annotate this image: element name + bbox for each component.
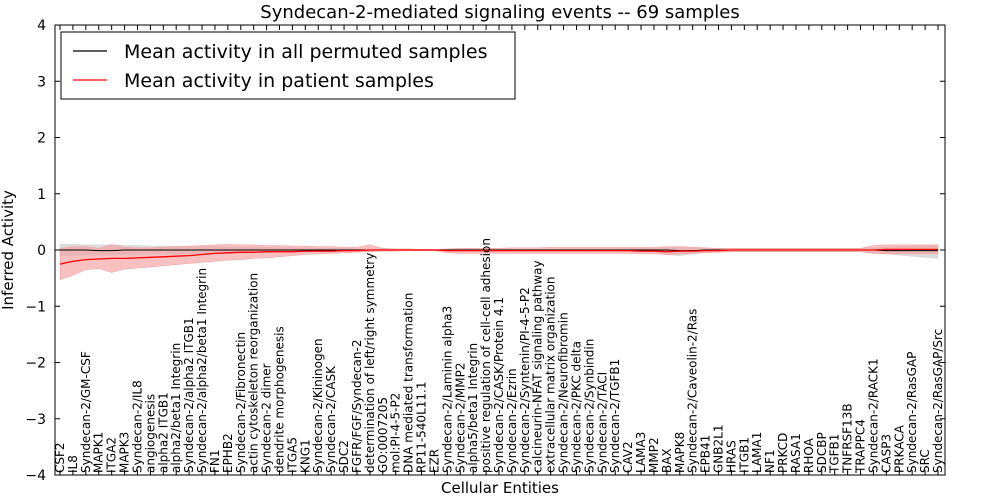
- x-tick-label-fn1: FN1: [208, 449, 222, 473]
- x-tick-label-syndecan-2-rack1: Syndecan-2/RACK1: [866, 358, 880, 473]
- x-tick-label-bax: BAX: [660, 448, 674, 473]
- x-tick-label-syndecan-2-laminin-alpha3: Syndecan-2/Laminin alpha3: [440, 306, 454, 473]
- x-tick-label-itga5: ITGA5: [285, 437, 299, 473]
- x-tick-label-sdc2: SDC2: [337, 440, 351, 473]
- x-tick-label-mapk3: MAPK3: [118, 432, 132, 473]
- y-tick-label: 3: [37, 74, 46, 90]
- x-tick-label-trappc4: TRAPPC4: [854, 419, 868, 474]
- x-tick-label-alpha2-itgb1: alpha2 ITGB1: [156, 392, 170, 473]
- x-tick-label-rasa1: RASA1: [789, 433, 803, 473]
- legend-label-patient: Mean activity in patient samples: [124, 70, 434, 92]
- chart-title: Syndecan-2-mediated signaling events -- …: [260, 2, 739, 23]
- x-tick-label-itgb1: ITGB1: [737, 437, 751, 473]
- x-tick-label-syndecan-2-alpha2-beta1-integrin: Syndecan-2/alpha2/beta1 Integrin: [195, 268, 209, 473]
- x-tick-label-determination-of-left-right-symmetry: determination of left/right symmetry: [363, 253, 377, 473]
- x-tick-label-casp3: CASP3: [879, 434, 893, 473]
- x-tick-label-nf1: NF1: [763, 449, 777, 473]
- x-tick-label-calcineurin-nfat-signaling-pathway: calcineurin-NFAT signaling pathway: [531, 260, 545, 473]
- y-tick-label: −4: [25, 468, 46, 484]
- y-tick-label: −1: [25, 299, 46, 315]
- x-tick-label-kng1: KNG1: [298, 439, 312, 473]
- x-tick-label-positive-regulation-of-cell-cell-adhesion: positive regulation of cell-cell adhesio…: [479, 238, 493, 473]
- series-lines: [59, 248, 938, 265]
- x-tick-label-syndecan-2-caveolin-2-ras: Syndecan-2/Caveolin-2/Ras: [686, 309, 700, 473]
- x-tick-label-syndecan-2-rasgap-src: Syndecan-2/RasGAP/Src: [931, 329, 945, 473]
- x-tick-label-syndecan-2-taci: Syndecan-2/TACI: [595, 372, 609, 473]
- x-tick-label-gnb2l1: GNB2L1: [712, 425, 726, 473]
- x-tick-label-syndecan-2-gm-csf: Syndecan-2/GM-CSF: [79, 351, 93, 473]
- x-tick-label-syndecan-2-cask-protein-4-1: Syndecan-2/CASK/Protein 4.1: [492, 297, 506, 473]
- x-tick-label-syndecan-2-tgfb1: Syndecan-2/TGFB1: [608, 359, 622, 473]
- x-tick-label-syndecan-2-synbindin: Syndecan-2/Synbindin: [582, 339, 596, 473]
- y-tick-label: 0: [37, 243, 46, 259]
- x-tick-label-dna-mediated-transformation: DNA mediated transformation: [402, 293, 416, 473]
- x-tick-label-tgfb1: TGFB1: [828, 434, 842, 474]
- series-line-patient: [59, 248, 938, 265]
- x-tick-label-alpha5-beta1-integrin: alpha5/beta1 Integrin: [466, 343, 480, 473]
- confidence-bands: [59, 244, 939, 281]
- y-tick-label: 4: [37, 18, 46, 34]
- x-tick-label-syndecan-2-neurofibromin: Syndecan-2/Neurofibromin: [557, 312, 571, 473]
- y-axis: −4 −3 −2 −1 0 1 2 3 4: [25, 18, 945, 484]
- x-tick-label-prkaca: PRKACA: [892, 424, 906, 473]
- x-tick-label-angiogenesis: angiogenesis: [143, 394, 157, 473]
- x-tick-label-mapk1: MAPK1: [92, 432, 106, 473]
- x-tick-label-src: SRC: [918, 449, 932, 473]
- x-tick-label-syndecan-2-il8: Syndecan-2/IL8: [130, 380, 144, 473]
- x-tick-label-actin-cytoskeleton-reorganization: actin cytoskeleton reorganization: [247, 273, 261, 473]
- x-tick-label-syndecan-2-kininogen: Syndecan-2/Kininogen: [311, 338, 325, 473]
- x-tick-labels: CSF2IL8Syndecan-2/GM-CSFMAPK1ITGA2MAPK3S…: [53, 25, 945, 475]
- x-tick-label-itga2: ITGA2: [105, 437, 119, 473]
- legend-box: [60, 31, 516, 100]
- plot-frame: [54, 24, 946, 476]
- y-tick-label: −3: [25, 412, 46, 428]
- x-axis-title: Cellular Entities: [441, 479, 559, 497]
- x-tick-label-csf2: CSF2: [53, 442, 67, 473]
- x-tick-label-syndecan-2-syntenin-pi-4-5-p2: Syndecan-2/Syntenin/PI-4-5-P2: [518, 287, 532, 473]
- x-tick-label-mol-pi-4-5-p2: mol:PI-4-5-P2: [389, 393, 403, 473]
- x-tick-label-lama3: LAMA3: [634, 432, 648, 473]
- x-tick-label-cav2: CAV2: [621, 441, 635, 473]
- x-tick-label-go-0007205: GO:0007205: [376, 397, 390, 473]
- x-tick-label-mmp2: MMP2: [647, 437, 661, 473]
- x-tick-label-ephb2: EPHB2: [221, 433, 235, 473]
- x-tick-label-extracellular-matrix-organization: extracellular matrix organization: [544, 277, 558, 474]
- x-tick-label-syndecan-2-ezrin: Syndecan-2/Ezrin: [505, 368, 519, 473]
- x-tick-label-rhoa: RHOA: [802, 437, 816, 473]
- x-tick-label-syndecan-2-mmp2: Syndecan-2/MMP2: [453, 363, 467, 473]
- x-tick-label-syndecan-2-alpha2-itgb1: Syndecan-2/alpha2 ITGB1: [182, 317, 196, 473]
- y-axis-title: Inferred Activity: [0, 190, 17, 310]
- band-patient: [59, 244, 939, 281]
- x-tick-label-ezr: EZR: [427, 449, 441, 473]
- x-tick-label-prkcd: PRKCD: [776, 433, 790, 473]
- x-tick-label-syndecan-2-rasgap: Syndecan-2/RasGAP: [905, 352, 919, 473]
- x-tick-label-syndecan-2-fibronectin: Syndecan-2/Fibronectin: [234, 332, 248, 473]
- x-tick-label-mapk8: MAPK8: [673, 432, 687, 473]
- x-tick-label-fgfr-fgf-syndecan-2: FGFR/FGF/Syndecan-2: [350, 340, 364, 473]
- y-tick-label: −2: [25, 356, 46, 372]
- x-tick-label-sdcbp: SDCBP: [815, 432, 829, 473]
- x-tick-label-rp11-540l11-1: RP11-540L11.1: [415, 382, 429, 473]
- x-tick-label-syndecan-2-dimer: Syndecan-2 dimer: [260, 363, 274, 473]
- x-tick-label-epb41: EPB41: [699, 435, 713, 473]
- x-tick-label-syndecan-2-cask: Syndecan-2/CASK: [324, 365, 338, 473]
- x-tick-label-alpha2-beta1-integrin: alpha2/beta1 Integrin: [169, 343, 183, 473]
- x-tick-label-hras: HRAS: [724, 440, 738, 473]
- x-tick-label-syndecan-2-pkc-delta: Syndecan-2/PKC delta: [569, 341, 583, 473]
- x-tick-label-tnfrsf13b: TNFRSF13B: [841, 403, 855, 474]
- x-tick-label-il8: IL8: [66, 455, 80, 473]
- legend-label-permuted: Mean activity in all permuted samples: [124, 41, 487, 63]
- legend: Mean activity in all permuted samplesMea…: [60, 31, 516, 100]
- y-tick-label: 1: [37, 187, 46, 203]
- x-tick-label-lama1: LAMA1: [750, 432, 764, 473]
- y-tick-label: 2: [37, 131, 46, 147]
- x-tick-label-dendrite-morphogenesis: dendrite morphogenesis: [273, 326, 287, 473]
